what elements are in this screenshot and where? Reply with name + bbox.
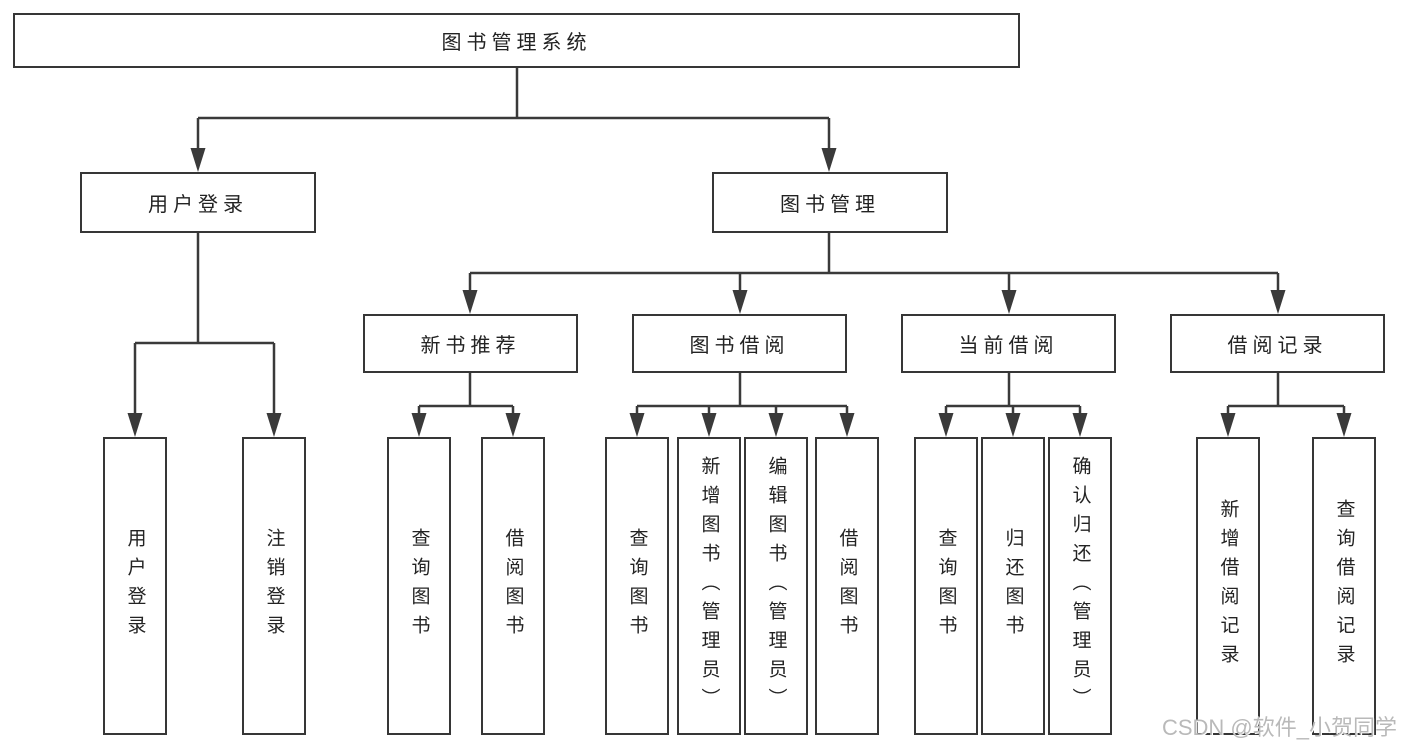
node-user-login-branch-label: 用户登录 xyxy=(148,194,248,216)
node-book-borrowing-label: 图书借阅 xyxy=(689,335,790,357)
arrowheads xyxy=(127,148,1352,437)
csdn-watermark: CSDN @软件_小贺同学 xyxy=(1161,715,1397,740)
node-leaf-query-books-borrowing: 查询图书 xyxy=(605,437,669,735)
node-leaf-add-borrow-record-label: 新增借阅记录 xyxy=(1217,499,1239,673)
node-leaf-borrow-books-borrowing: 借阅图书 xyxy=(815,437,879,735)
node-leaf-add-books-admin-label: 新增图书（管理员） xyxy=(698,455,720,717)
node-leaf-return-books-label: 归还图书 xyxy=(1002,528,1024,644)
node-new-book-recommend-label: 新书推荐 xyxy=(420,335,521,357)
node-leaf-query-books-borrowing-label: 查询图书 xyxy=(626,528,648,644)
node-leaf-query-books-current: 查询图书 xyxy=(914,437,978,735)
node-leaf-user-login-label: 用户登录 xyxy=(124,528,146,644)
node-leaf-query-books-recommend-label: 查询图书 xyxy=(408,528,430,644)
node-leaf-add-books-admin: 新增图书（管理员） xyxy=(677,437,741,735)
node-root-system: 图书管理系统 xyxy=(13,13,1020,68)
node-borrow-records-label: 借阅记录 xyxy=(1227,335,1328,357)
node-leaf-logout: 注销登录 xyxy=(242,437,306,735)
node-book-borrowing: 图书借阅 xyxy=(632,314,847,373)
node-leaf-logout-label: 注销登录 xyxy=(263,528,285,644)
node-leaf-return-books: 归还图书 xyxy=(981,437,1045,735)
node-leaf-query-borrow-record: 查询借阅记录 xyxy=(1312,437,1376,735)
node-root-label: 图书管理系统 xyxy=(441,32,592,54)
node-book-management-branch: 图书管理 xyxy=(712,172,948,233)
node-leaf-borrow-books-recommend: 借阅图书 xyxy=(481,437,545,735)
node-leaf-query-books-current-label: 查询图书 xyxy=(935,528,957,644)
node-leaf-add-borrow-record: 新增借阅记录 xyxy=(1196,437,1260,735)
node-current-borrowing-label: 当前借阅 xyxy=(958,335,1059,357)
node-user-login-branch: 用户登录 xyxy=(80,172,316,233)
node-borrow-records: 借阅记录 xyxy=(1170,314,1385,373)
node-leaf-edit-books-admin-label: 编辑图书（管理员） xyxy=(765,455,787,717)
node-leaf-borrow-books-borrowing-label: 借阅图书 xyxy=(836,528,858,644)
node-leaf-user-login: 用户登录 xyxy=(103,437,167,735)
connector-paths xyxy=(133,68,1346,419)
node-leaf-query-books-recommend: 查询图书 xyxy=(387,437,451,735)
node-leaf-confirm-return-admin: 确认归还（管理员） xyxy=(1048,437,1112,735)
node-leaf-query-borrow-record-label: 查询借阅记录 xyxy=(1333,499,1355,673)
node-leaf-edit-books-admin: 编辑图书（管理员） xyxy=(744,437,808,735)
node-current-borrowing: 当前借阅 xyxy=(901,314,1116,373)
node-new-book-recommend: 新书推荐 xyxy=(363,314,578,373)
node-leaf-confirm-return-admin-label: 确认归还（管理员） xyxy=(1069,455,1091,717)
node-leaf-borrow-books-recommend-label: 借阅图书 xyxy=(502,528,524,644)
node-book-management-branch-label: 图书管理 xyxy=(780,194,880,216)
